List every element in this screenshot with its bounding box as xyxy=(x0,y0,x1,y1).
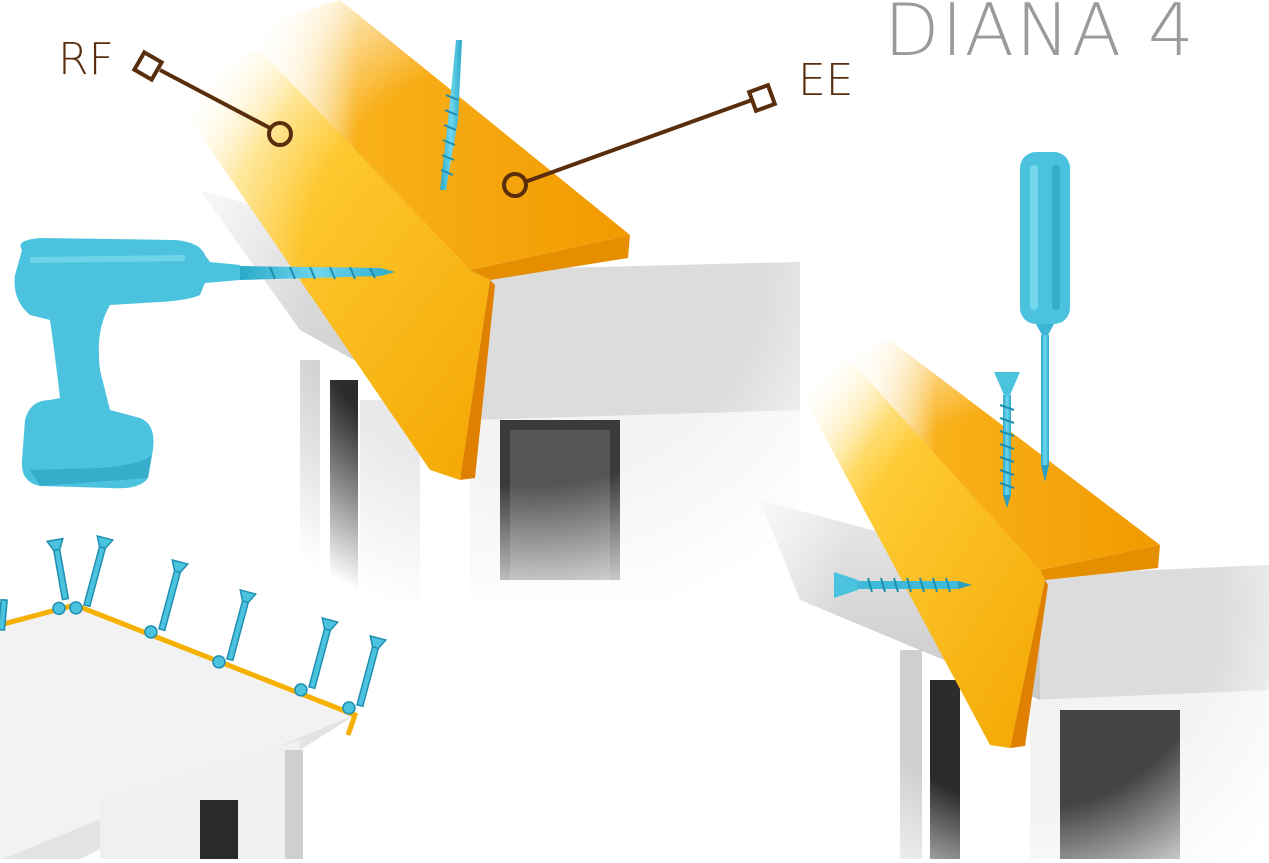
screwdriver-icon xyxy=(1020,152,1070,482)
window-frame-left xyxy=(300,360,320,600)
callout-label-rf: RF xyxy=(58,34,114,85)
window-glass xyxy=(510,430,610,580)
main-detail xyxy=(170,0,800,600)
callout-label-ee: EE xyxy=(798,55,854,106)
screw-icon xyxy=(69,534,113,618)
screw-icon xyxy=(212,588,256,672)
screw-icon xyxy=(144,558,188,642)
window-glass-right xyxy=(1060,710,1180,859)
product-title: DIANA 4 xyxy=(884,0,1196,72)
fascia-board-right xyxy=(1040,565,1269,700)
window-frame-right xyxy=(900,650,922,859)
right-detail xyxy=(760,340,1269,859)
screw-icon xyxy=(342,634,386,718)
screw-icon xyxy=(294,616,338,700)
callout-square-rf xyxy=(134,52,161,79)
window-frame-dark-right xyxy=(930,680,960,859)
roof-edge-detail xyxy=(0,605,355,859)
fascia-board xyxy=(480,262,800,420)
window-frame-dark xyxy=(330,380,358,600)
callout-square-ee xyxy=(749,85,775,111)
